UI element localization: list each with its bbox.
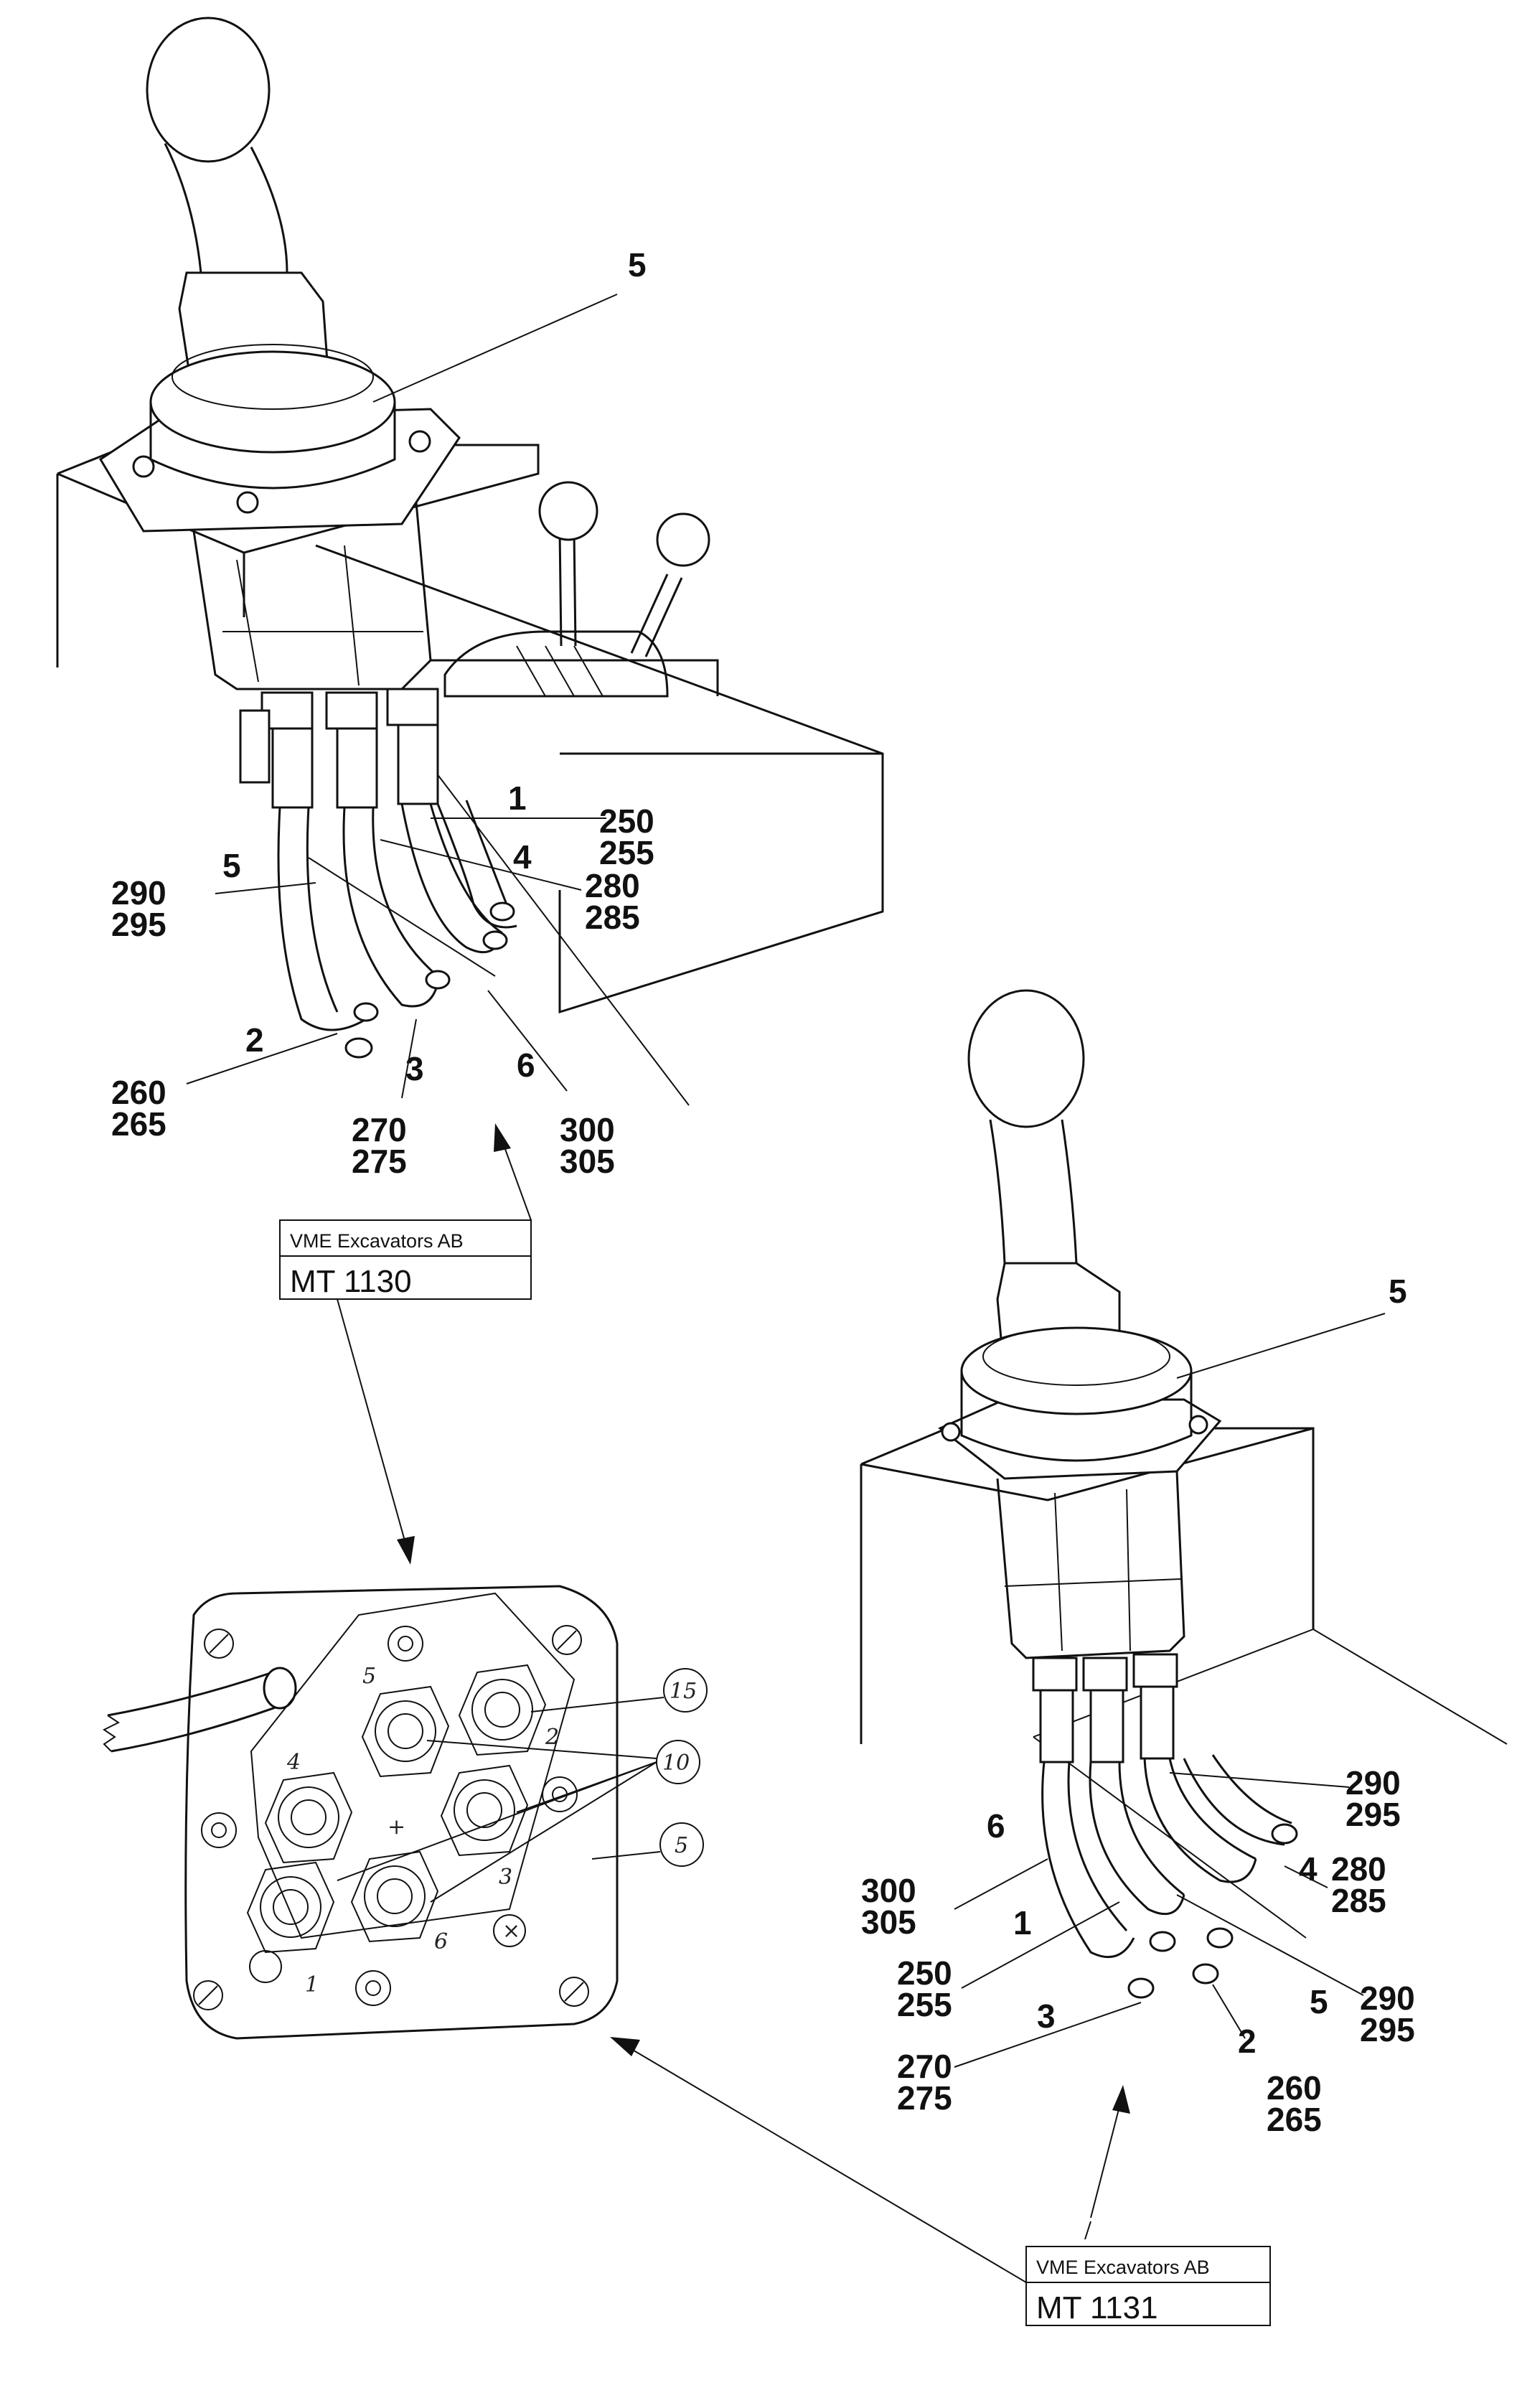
top-hose-fittings — [239, 688, 439, 809]
right-console — [860, 1427, 1508, 1939]
top-callout-6: 6 — [517, 1046, 535, 1084]
port-number-5: 5 — [362, 1664, 376, 1689]
right-part-285: 285 — [1331, 1882, 1386, 1919]
right-label-arrow — [1084, 2085, 1130, 2240]
screw-heads: × — [193, 1625, 589, 2010]
port-number-4: 4 — [286, 1750, 301, 1775]
bottom-port-view: × 5 2 4 + 3 6 1 15 — [103, 1585, 708, 2040]
top-callout-1: 1 — [508, 779, 527, 817]
right-part-300: 300 — [861, 1872, 916, 1909]
top-mounting-flange — [98, 344, 461, 533]
right-part-270: 270 — [897, 2048, 952, 2085]
right-callout-5-hose: 5 — [1310, 1983, 1328, 2020]
top-part-270: 270 — [352, 1111, 407, 1148]
top-label-arrow — [494, 1123, 532, 1221]
port-plus-sign: + — [388, 1814, 405, 1840]
top-joystick-grip — [146, 17, 332, 403]
mt1131-company: VME Excavators AB — [1036, 2257, 1210, 2278]
top-callout-5-hose: 5 — [222, 847, 241, 884]
mt1131-arrow-left — [610, 2037, 1027, 2283]
right-part-295b: 295 — [1360, 2011, 1415, 2048]
circled-callout-10: 10 — [662, 1751, 690, 1776]
mt1130-company: VME Excavators AB — [290, 1230, 464, 1252]
mt1131-code: MT 1131 — [1036, 2290, 1158, 2325]
svg-text:×: × — [502, 1919, 520, 1944]
right-leader-lines — [954, 1313, 1386, 2068]
top-part-285: 285 — [585, 899, 640, 936]
port-number-6: 6 — [434, 1929, 448, 1954]
right-part-255: 255 — [897, 1986, 952, 2023]
port-number-2: 2 — [545, 1725, 559, 1750]
top-part-275: 275 — [352, 1143, 407, 1180]
right-hose-fittings — [1032, 1653, 1178, 1763]
top-part-280: 280 — [585, 867, 640, 904]
mt1131-label-box: VME Excavators AB MT 1131 — [1025, 2246, 1271, 2326]
mt1130-code: MT 1130 — [290, 1264, 412, 1299]
top-hoses — [277, 800, 517, 1059]
top-callout-4: 4 — [513, 838, 532, 876]
top-part-290: 290 — [111, 874, 166, 912]
right-callout-3: 3 — [1037, 1997, 1056, 2035]
mt1130-label-box: VME Excavators AB MT 1130 — [279, 1219, 532, 1300]
right-hoses — [1041, 1754, 1298, 1999]
top-part-255: 255 — [599, 834, 654, 871]
top-joystick-assembly: 5 1 250 255 4 280 285 5 290 295 2 260 26… — [56, 17, 884, 1565]
right-part-305: 305 — [861, 1903, 916, 1941]
top-part-260: 260 — [111, 1074, 166, 1111]
right-part-260: 260 — [1267, 2069, 1322, 2107]
bottom-circled-callouts: 15 10 5 — [337, 1668, 708, 1903]
top-valve-body — [192, 502, 432, 690]
top-leader-lines — [186, 294, 618, 1099]
right-joystick-assembly: 5 290 295 6 300 305 4 280 285 1 250 255 … — [610, 989, 1508, 2326]
top-callout-3: 3 — [405, 1050, 424, 1087]
right-callout-5: 5 — [1389, 1273, 1407, 1310]
right-part-295a: 295 — [1345, 1796, 1401, 1833]
right-joystick-grip — [967, 989, 1121, 1379]
right-callout-4: 4 — [1299, 1850, 1318, 1888]
right-mounting-flange — [938, 1326, 1222, 1480]
right-part-265: 265 — [1267, 2101, 1322, 2138]
port-number-1: 1 — [305, 1972, 319, 1997]
circled-callout-5: 5 — [675, 1833, 688, 1858]
top-part-295: 295 — [111, 906, 166, 943]
top-callout-2: 2 — [245, 1021, 264, 1059]
right-part-290b: 290 — [1360, 1980, 1415, 2017]
right-part-250: 250 — [897, 1954, 952, 1992]
hex-ports — [246, 1664, 547, 1983]
right-callout-1: 1 — [1013, 1904, 1032, 1941]
right-part-290a: 290 — [1345, 1764, 1401, 1802]
circled-callout-15: 15 — [670, 1679, 697, 1704]
top-part-305: 305 — [560, 1143, 615, 1180]
right-callout-6: 6 — [987, 1807, 1005, 1845]
right-callout-2: 2 — [1238, 2023, 1257, 2060]
top-callout-5: 5 — [628, 246, 647, 284]
top-part-265: 265 — [111, 1105, 166, 1143]
right-valve-body — [996, 1471, 1185, 1659]
top-part-250: 250 — [599, 802, 654, 840]
top-part-300: 300 — [560, 1111, 615, 1148]
right-part-280: 280 — [1331, 1850, 1386, 1888]
port-number-3: 3 — [499, 1865, 512, 1890]
mt1130-arrow-down — [337, 1298, 415, 1565]
top-console-box — [56, 444, 884, 1106]
right-part-275: 275 — [897, 2079, 952, 2117]
